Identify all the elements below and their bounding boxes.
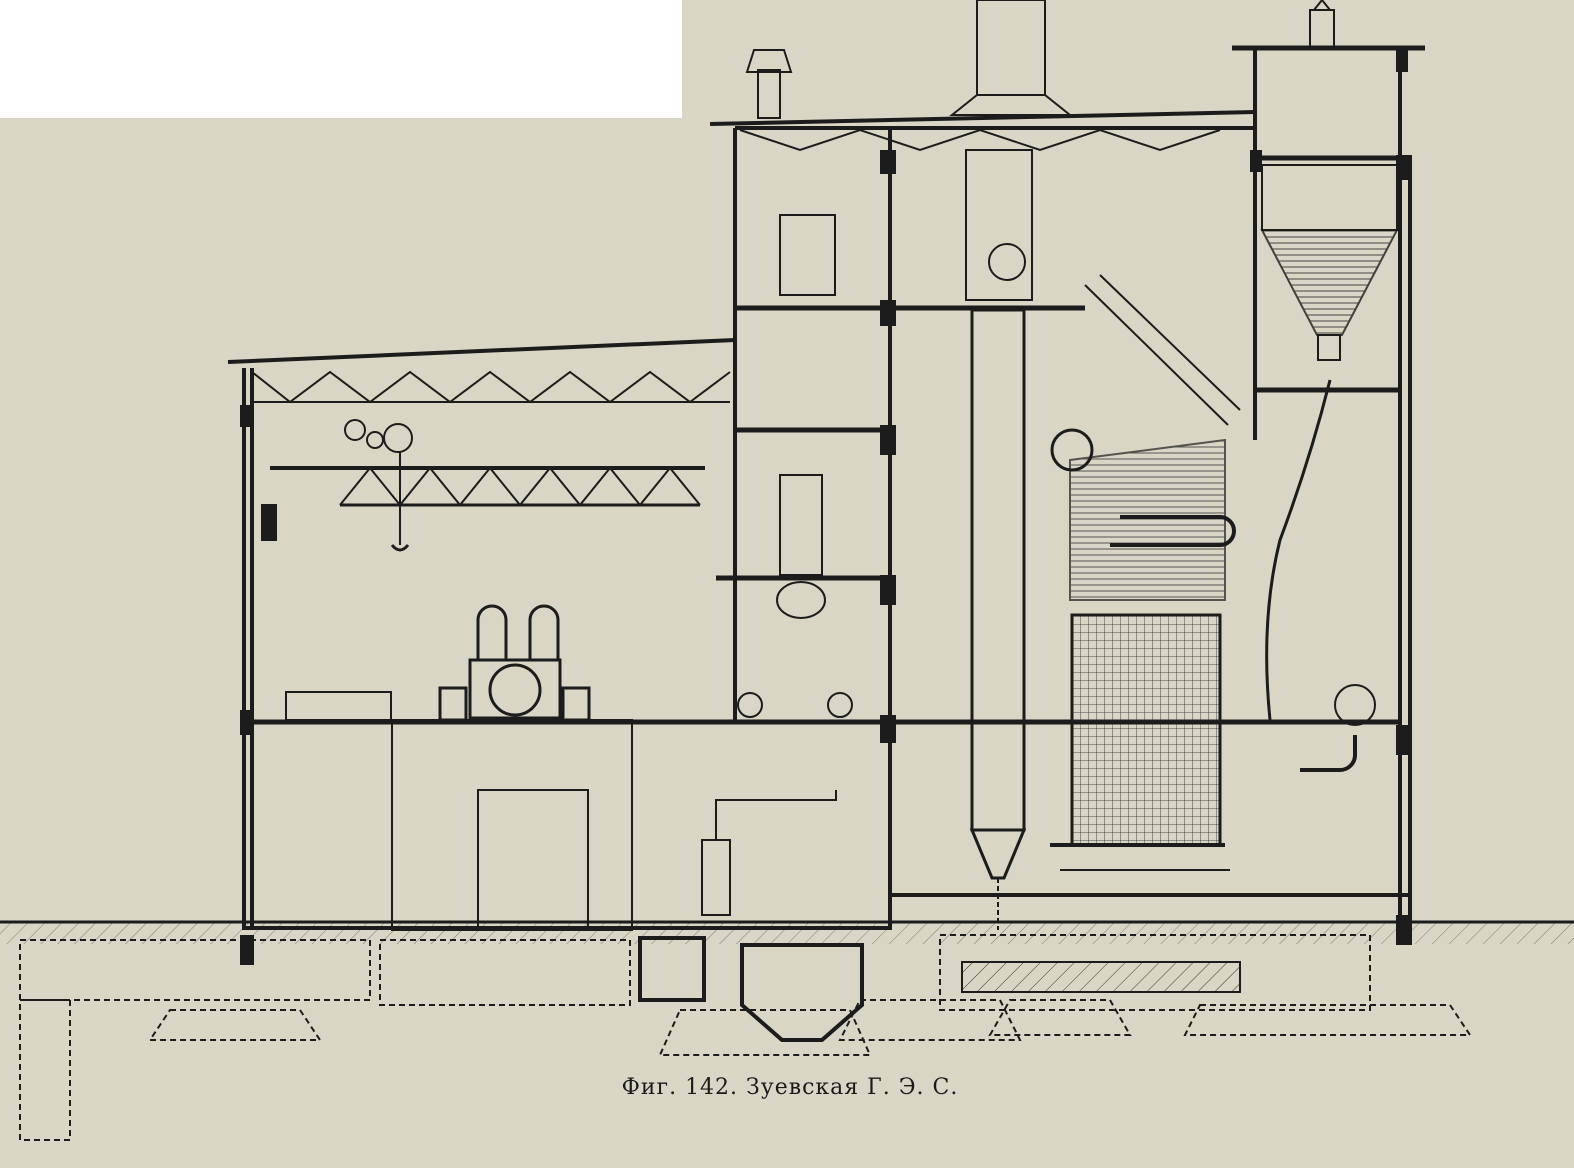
ground [0, 920, 1574, 944]
floor-slabs [252, 155, 1400, 725]
chimney [949, 0, 1073, 116]
overhead-crane [261, 419, 705, 552]
figure-caption: Фиг. 142. Зуевская Г. Э. С. [621, 1075, 959, 1100]
foundations [19, 934, 1472, 1141]
dust-collector-column [965, 149, 1033, 930]
blank-page-corner [0, 0, 682, 118]
boiler [1050, 428, 1236, 871]
condenser-and-pumps [701, 214, 853, 916]
basement-pits [638, 936, 864, 1042]
roof-trusses [227, 45, 1425, 404]
structural-columns [240, 50, 1412, 965]
coal-conveyor [1084, 274, 1241, 426]
building-walls [242, 50, 1412, 930]
draft-fan [1300, 684, 1376, 772]
coal-bunker [1260, 164, 1399, 721]
turbo-generator [285, 604, 633, 931]
boiler-foundation-slab [961, 961, 1241, 993]
roof-ventilators [745, 0, 1335, 119]
